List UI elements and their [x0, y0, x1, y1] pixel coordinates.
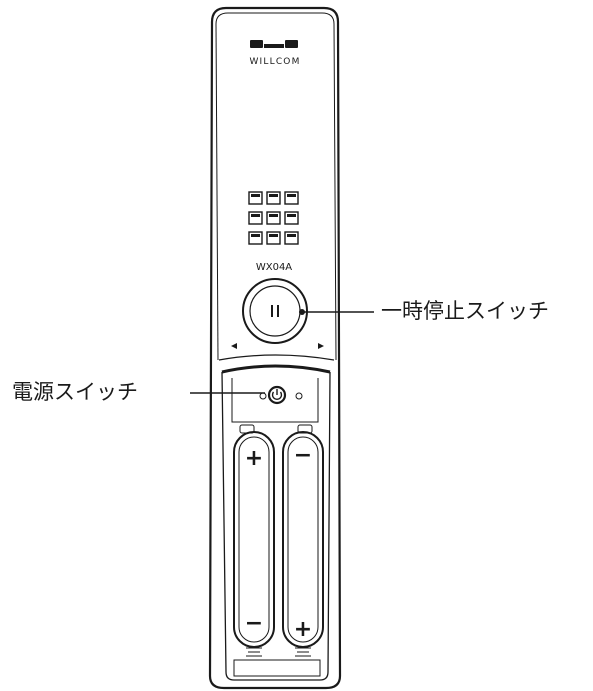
battery-left-bottom-sign: − [245, 611, 263, 636]
model-label: WX04A [256, 262, 292, 273]
battery-compartment [218, 354, 335, 681]
brand-logo-mark [250, 40, 298, 48]
battery-left-top-sign: + [245, 446, 263, 471]
battery-right-top-sign: − [294, 443, 312, 468]
pause-icon [271, 305, 279, 317]
battery-slot-left [233, 431, 275, 648]
battery-springs [246, 647, 311, 657]
right-arrow-icon [318, 343, 324, 349]
battery-slot-right [282, 431, 324, 648]
pause-button[interactable] [242, 278, 308, 344]
left-arrow-icon [231, 343, 237, 349]
pause-switch-label: 一時停止スイッチ [381, 299, 549, 323]
brand-logo-text: WILLCOM [249, 57, 300, 67]
battery-right-bottom-sign: + [294, 617, 312, 642]
power-switch-label: 電源スイッチ [12, 380, 138, 404]
power-icon [271, 389, 283, 401]
device-body [208, 6, 342, 690]
